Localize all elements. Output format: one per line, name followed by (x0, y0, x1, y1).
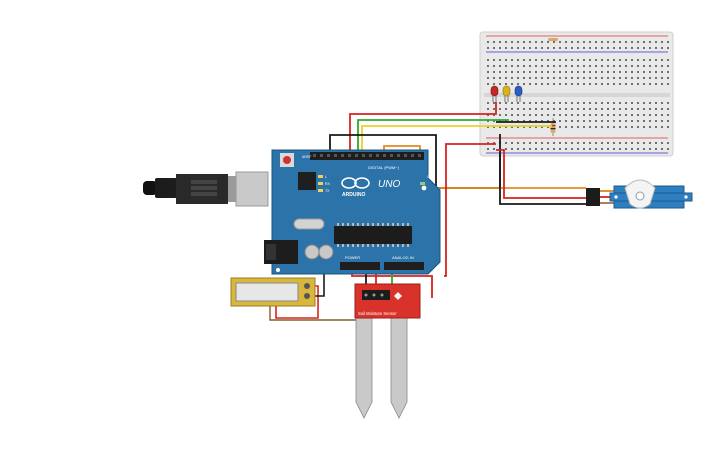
arduino-logo-icon (341, 177, 370, 189)
power-header[interactable] (340, 262, 380, 270)
reset-button-cap[interactable] (283, 156, 291, 164)
chip-legs (337, 223, 409, 247)
analog-header[interactable] (384, 262, 424, 270)
atmega-chip (334, 226, 412, 244)
board-logo-text: ARDUINO (342, 192, 365, 198)
tx-label: TX (325, 189, 330, 193)
breadboard-center-channel (484, 93, 670, 97)
usb-cable[interactable] (143, 171, 269, 207)
sensor-title: Soil Moisture Sensor (358, 311, 397, 316)
resistor-top[interactable] (548, 38, 558, 41)
tx-led (318, 182, 323, 185)
breadboard-holes (487, 41, 669, 150)
led-yellow[interactable] (502, 85, 511, 102)
wire-red-servo[interactable] (444, 143, 496, 277)
digital-header-label: DIGITAL (PWM~) (368, 165, 400, 170)
rx-label: RX (325, 182, 331, 186)
mount-hole (421, 185, 427, 191)
led-red[interactable] (490, 85, 499, 102)
wire-green-led[interactable] (357, 119, 509, 157)
power-header-label: POWER (345, 255, 360, 260)
arduino-uno-board[interactable]: UNO ARDUINO DIGITAL (PWM~) POWER ANALOG … (264, 149, 441, 275)
crystal (293, 218, 325, 230)
servo-connector[interactable] (586, 188, 600, 206)
breadboard[interactable] (479, 31, 674, 157)
board-model-text: UNO (378, 179, 400, 190)
usb-chip (298, 172, 316, 190)
soil-moisture-sensor[interactable]: Soil Moisture Sensor (354, 283, 421, 419)
sensor-header[interactable] (362, 290, 390, 300)
digital-pins (313, 154, 421, 157)
wire-red-led[interactable] (349, 102, 497, 157)
rx-led (318, 189, 323, 192)
digital-header[interactable] (310, 152, 424, 160)
l-led (318, 175, 323, 178)
mount-hole (276, 268, 280, 272)
l-label: L (325, 175, 327, 179)
wire-yellow-led[interactable] (361, 125, 552, 157)
on-label: ON (427, 175, 433, 179)
servo-motor[interactable] (586, 179, 693, 209)
wire-red-servo-2[interactable] (496, 149, 586, 199)
wire-black-servo[interactable] (499, 154, 586, 205)
on-led (420, 182, 425, 185)
led-blue[interactable] (514, 85, 523, 102)
capacitor-2 (318, 244, 334, 260)
sensor-logo-icon (394, 292, 402, 300)
sensor-module-yellow[interactable] (230, 277, 316, 307)
capacitor-1 (304, 244, 320, 260)
module-pin-1 (304, 283, 310, 289)
module-pin-2 (304, 293, 310, 299)
analog-header-label: ANALOG IN (392, 255, 414, 260)
aref-label: AREF (302, 155, 311, 159)
